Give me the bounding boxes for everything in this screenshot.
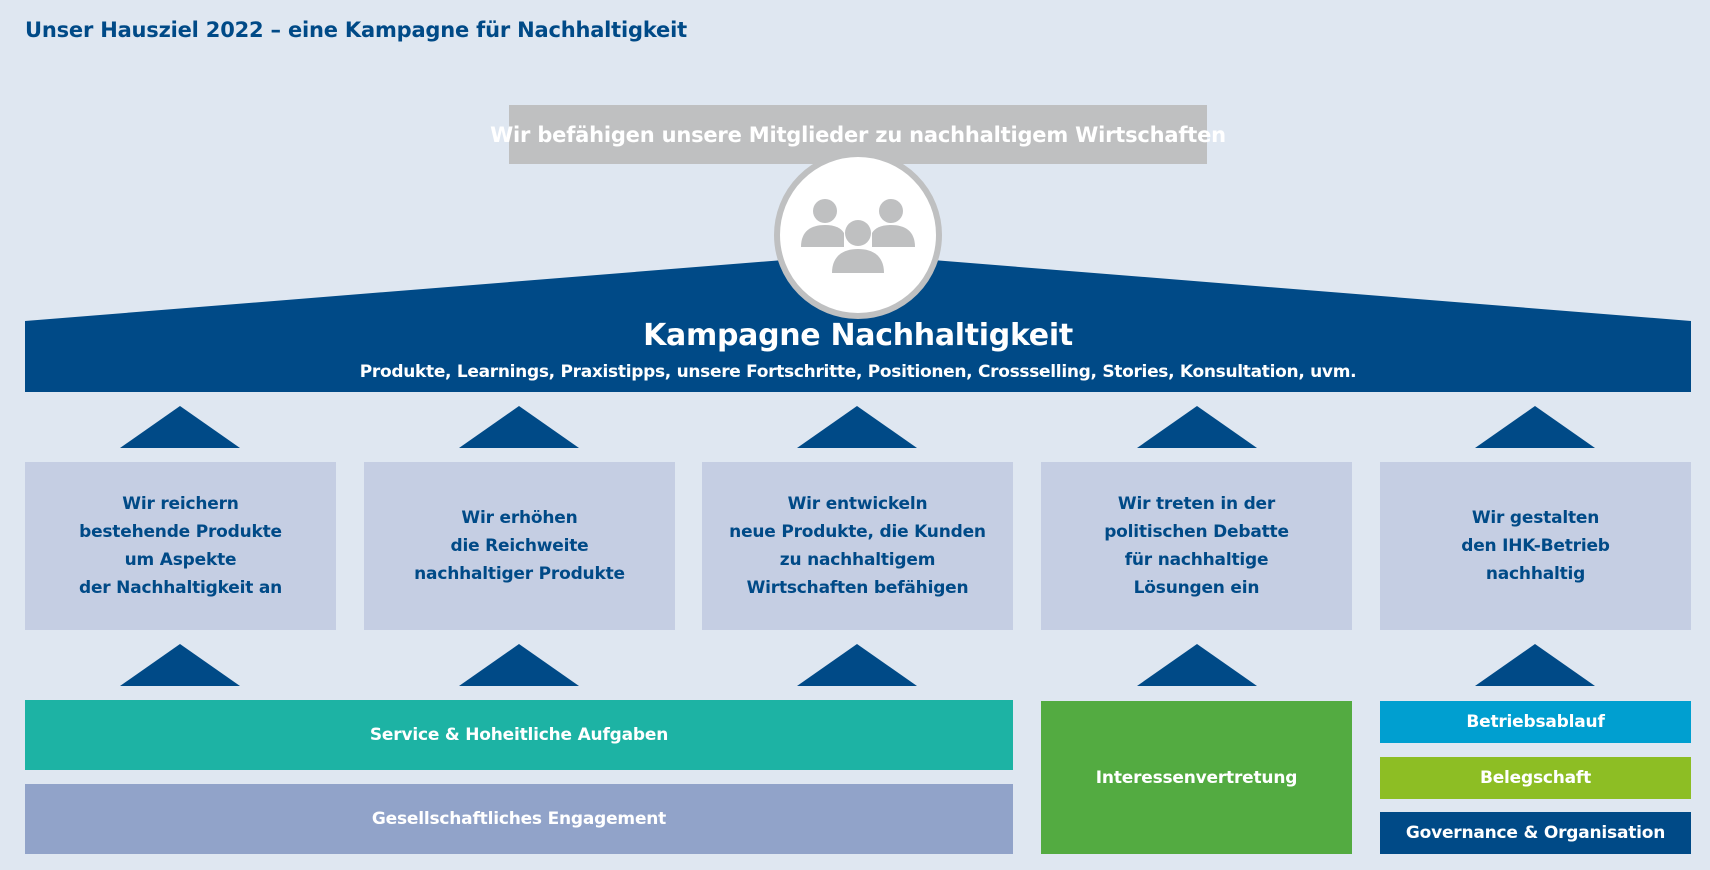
people-circle: [774, 151, 942, 319]
goal-text: Wir treten in der politischen Debatte fü…: [1104, 490, 1289, 602]
goal-box-sustainable-operations: Wir gestalten den IHK-Betrieb nachhaltig: [1380, 462, 1691, 630]
goal-line: nachhaltiger Produkte: [414, 564, 625, 584]
goal-line: neue Produkte, die Kunden: [729, 522, 986, 542]
arrow-up-icon: [797, 406, 917, 448]
arrow-up-icon: [1475, 406, 1595, 448]
arrow-up-icon: [1475, 644, 1595, 686]
goal-box-enrich-products: Wir reichern bestehende Produkte um Aspe…: [25, 462, 336, 630]
goal-line: um Aspekte: [124, 550, 237, 570]
foundation-staff: Belegschaft: [1380, 757, 1691, 799]
goal-line: nachhaltig: [1485, 564, 1586, 584]
campaign-title: Kampagne Nachhaltigkeit: [643, 318, 1073, 353]
goal-line: bestehende Produkte: [79, 522, 282, 542]
arrow-up-icon: [1137, 644, 1257, 686]
foundation-society: Gesellschaftliches Engagement: [25, 784, 1013, 854]
arrow-up-icon: [1137, 406, 1257, 448]
goal-line: Wir gestalten: [1471, 508, 1600, 528]
goal-text: Wir reichern bestehende Produkte um Aspe…: [79, 490, 282, 602]
roof-shape: [25, 254, 1691, 392]
arrow-up-icon: [797, 644, 917, 686]
goal-box-develop-products: Wir entwickeln neue Produkte, die Kunden…: [702, 462, 1013, 630]
arrow-up-icon: [459, 406, 579, 448]
goal-text: Wir gestalten den IHK-Betrieb nachhaltig: [1461, 504, 1610, 588]
page-title: Unser Hausziel 2022 – eine Kampagne für …: [25, 18, 687, 42]
goal-line: den IHK-Betrieb: [1461, 536, 1610, 556]
goal-line: Wirtschaften befähigen: [746, 578, 969, 598]
goal-line: politischen Debatte: [1104, 522, 1289, 542]
foundation-operations: Betriebsablauf: [1380, 701, 1691, 743]
goal-line: zu nachhaltigem: [779, 550, 936, 570]
goal-text: Wir entwickeln neue Produkte, die Kunden…: [729, 490, 986, 602]
goal-box-increase-reach: Wir erhöhen die Reichweite nachhaltiger …: [364, 462, 675, 630]
goal-line: Wir entwickeln: [787, 494, 928, 514]
campaign-subtitle: Produkte, Learnings, Praxistipps, unsere…: [359, 362, 1357, 382]
goal-line: Wir treten in der: [1117, 494, 1276, 514]
goal-line: Wir reichern: [122, 494, 239, 514]
arrow-up-icon: [120, 406, 240, 448]
goal-line: für nachhaltige: [1124, 550, 1269, 570]
foundation-governance: Governance & Organisation: [1380, 812, 1691, 854]
goal-text: Wir erhöhen die Reichweite nachhaltiger …: [414, 504, 625, 588]
people-group-icon: [801, 199, 915, 273]
foundation-advocacy: Interessenvertretung: [1041, 701, 1352, 854]
foundation-service: Service & Hoheitliche Aufgaben: [25, 700, 1013, 770]
goal-line: die Reichweite: [450, 536, 589, 556]
goal-line: der Nachhaltigkeit an: [78, 578, 283, 598]
arrow-up-icon: [120, 644, 240, 686]
goal-line: Lösungen ein: [1133, 578, 1260, 598]
goal-box-political-debate: Wir treten in der politischen Debatte fü…: [1041, 462, 1352, 630]
arrow-up-icon: [459, 644, 579, 686]
goal-line: Wir erhöhen: [461, 508, 578, 528]
